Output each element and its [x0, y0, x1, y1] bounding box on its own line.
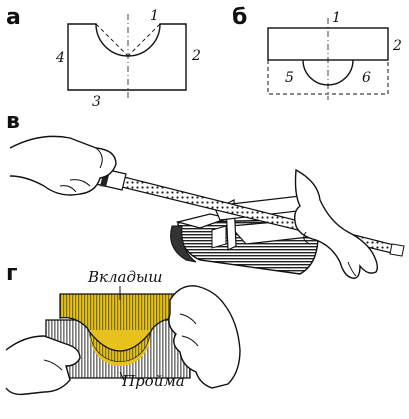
panel-a-edge-3: 3	[92, 94, 101, 110]
insert-label: Вкладыш	[87, 268, 162, 286]
panel-b: б 1 2 5 6	[232, 5, 402, 100]
panel-a-letter: а	[6, 5, 21, 30]
panel-v-letter: в	[6, 109, 20, 134]
panel-a-diagonal-right	[127, 23, 161, 57]
panel-b-edge-5: 5	[285, 70, 294, 86]
panel-b-edge-6: 6	[362, 70, 371, 86]
left-hand	[9, 135, 117, 196]
right-hand-g	[168, 285, 241, 389]
right-hand	[293, 168, 379, 279]
panel-a-template	[67, 23, 187, 91]
insert-piece	[59, 293, 175, 363]
panel-a-edge-4: 4	[55, 50, 65, 66]
panel-a-edge-1: 1	[150, 8, 159, 24]
panel-g: г Вкладыш Пройма	[5, 261, 241, 396]
panel-b-letter: б	[232, 5, 247, 30]
opening-leader	[119, 371, 125, 381]
panel-a-edge-2: 2	[191, 48, 201, 64]
panel-v: в	[6, 109, 405, 279]
panel-b-edge-2: 2	[392, 38, 402, 54]
panel-a-diagonal-left	[95, 23, 129, 57]
left-hand-g	[5, 335, 81, 396]
panel-g-letter: г	[6, 261, 18, 286]
opening-label: Пройма	[121, 372, 185, 390]
insert-round-tab	[87, 329, 153, 352]
panel-b-lower-dashed	[267, 60, 389, 95]
panel-a: а 1 2 3 4	[6, 5, 201, 110]
panel-b-edge-1: 1	[332, 10, 341, 26]
